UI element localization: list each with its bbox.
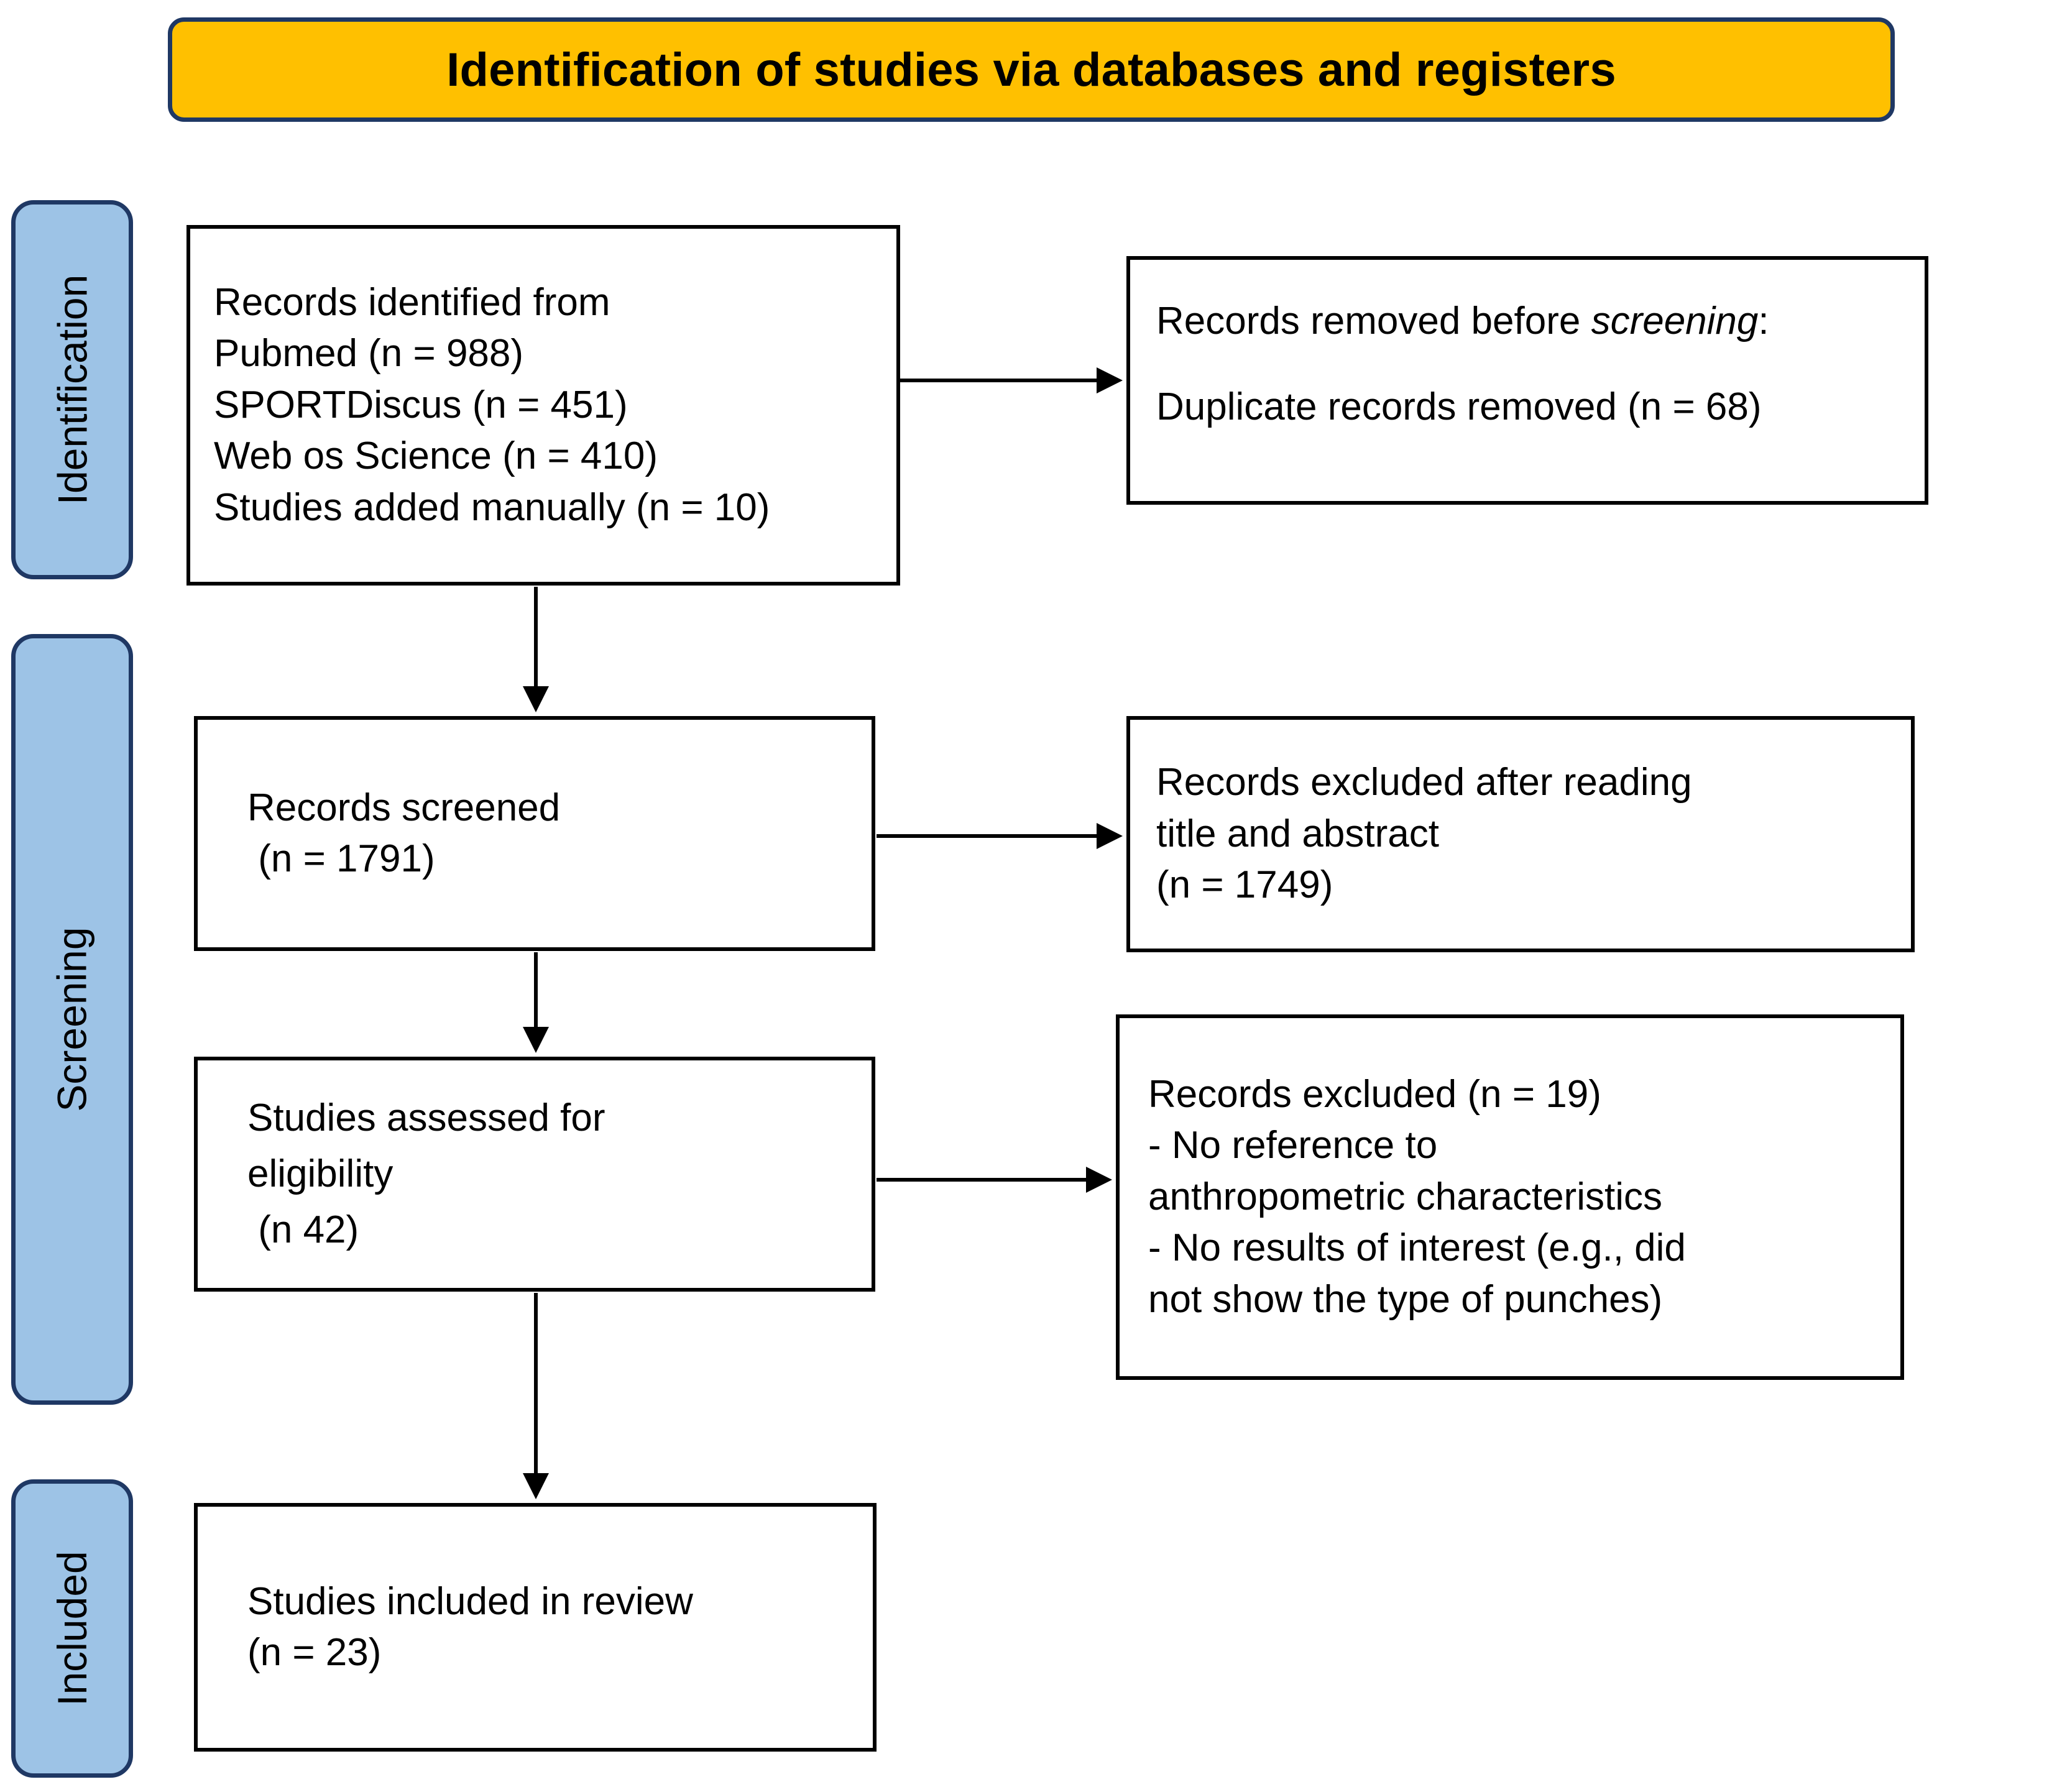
box-studies-included-in-review: Studies included in review (n = 23) — [194, 1503, 877, 1752]
box-line: Records excluded after reading — [1156, 761, 1692, 804]
box-records-removed-before-screening: Records removed before screening: Duplic… — [1126, 256, 1928, 505]
box-line: - No reference to — [1148, 1124, 1438, 1167]
box-line: Records identified from — [214, 280, 610, 324]
box-line: Studies included in review — [247, 1579, 693, 1623]
header-banner: Identification of studies via databases … — [168, 17, 1895, 122]
box-line: (n = 1791) — [247, 837, 435, 880]
stage-label-identification: Identification — [49, 274, 96, 505]
stage-label-included: Included — [49, 1551, 95, 1706]
box-line: (n = 23) — [247, 1631, 382, 1674]
box-line: eligibility — [247, 1152, 394, 1196]
stage-bar-included: Included — [11, 1479, 133, 1778]
page-title: Identification of studies via databases … — [446, 43, 1616, 96]
box-line: (n = 1749) — [1156, 863, 1333, 907]
removed-prefix: Records removed before — [1156, 300, 1591, 342]
box-line: title and abstract — [1156, 812, 1439, 855]
removed-suffix: : — [1758, 300, 1769, 342]
box-line: Records removed before screening: — [1130, 296, 1925, 347]
box-line: Duplicate records removed (n = 68) — [1156, 385, 1762, 429]
box-line: - No results of interest (e.g., did — [1148, 1226, 1686, 1270]
box-line: Web os Science (n = 410) — [214, 434, 658, 478]
box-records-screened: Records screened (n = 1791) — [194, 716, 875, 951]
removed-italic-screening: screening — [1591, 300, 1759, 342]
box-records-excluded-eligibility: Records excluded (n = 19) - No reference… — [1116, 1014, 1904, 1380]
box-line: not show the type of punches) — [1148, 1277, 1663, 1321]
box-line: Records excluded (n = 19) — [1148, 1072, 1601, 1116]
box-records-excluded-title-abstract: Records excluded after reading title and… — [1126, 716, 1915, 952]
stage-bar-identification: Identification — [11, 200, 133, 579]
box-line: SPORTDiscus (n = 451) — [214, 383, 628, 426]
box-line: Pubmed (n = 988) — [214, 332, 524, 375]
stage-label-screening: Screening — [49, 927, 96, 1112]
box-line: Records screened — [247, 786, 561, 829]
box-studies-assessed-for-eligibility: Studies assessed for eligibility (n 42) — [194, 1057, 875, 1292]
box-line: Studies added manually (n = 10) — [214, 485, 770, 529]
box-line: Studies assessed for — [247, 1096, 605, 1140]
stage-bar-screening: Screening — [11, 634, 133, 1405]
box-line: (n 42) — [247, 1208, 359, 1251]
box-records-identified: Records identified from Pubmed (n = 988)… — [186, 225, 900, 586]
box-line: anthropometric characteristics — [1148, 1175, 1662, 1218]
